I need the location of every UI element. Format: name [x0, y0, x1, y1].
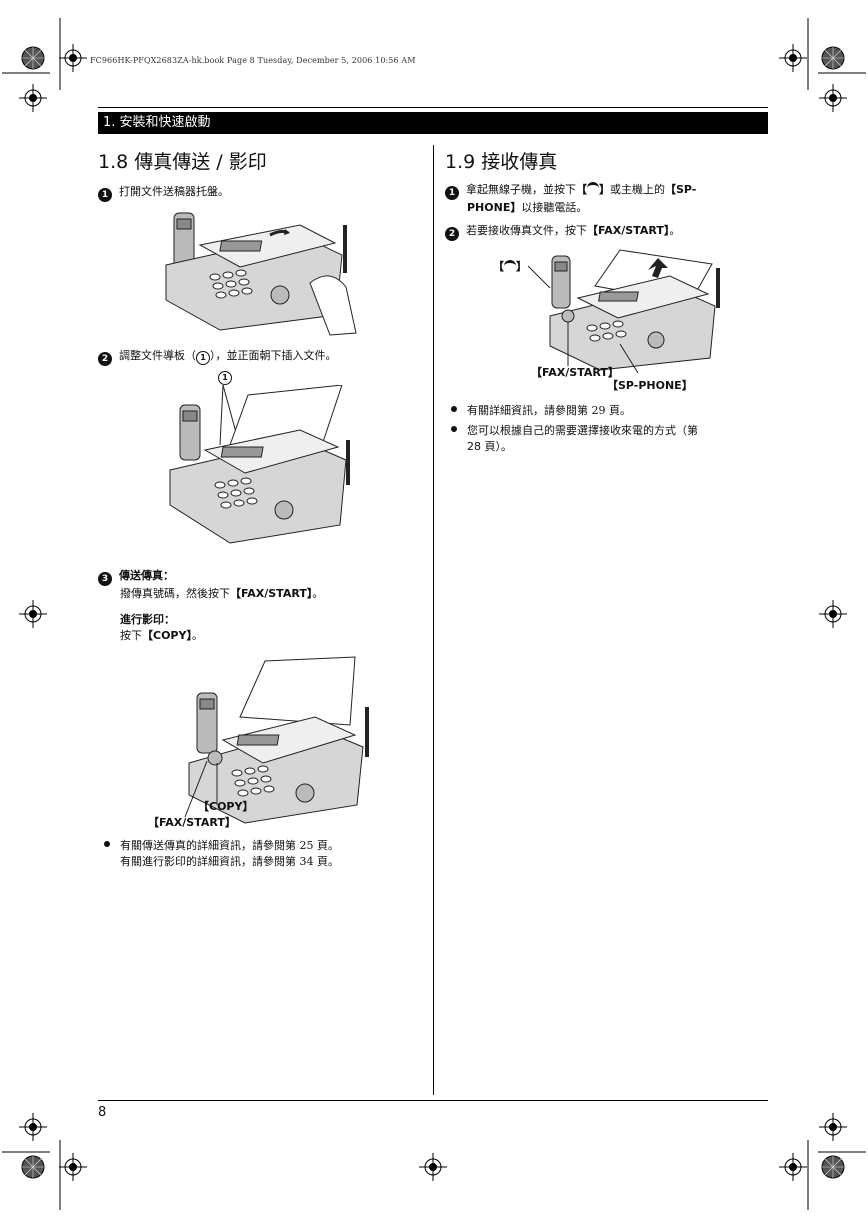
callout-talk: 【】 [493, 260, 527, 273]
section-bar: 1. 安裝和快速啟動 [98, 112, 768, 134]
registration-mark-icon [778, 1152, 808, 1182]
left-bullet: 有關傳送傳真的詳細資訊，請參閱第 25 頁。 有關進行影印的詳細資訊，請參閱第 … [104, 838, 339, 870]
print-header: FC966HK-PFQX2683ZA-hk.book Page 8 Tuesda… [90, 56, 416, 65]
section-title-1-8: 1.8 傳真傳送 / 影印 [98, 151, 267, 173]
fax-receive-illustration [527, 249, 720, 373]
section-title-1-9: 1.9 接收傳真 [445, 151, 558, 173]
top-rule [98, 107, 768, 108]
registration-mark-icon [778, 43, 808, 73]
registration-mark-icon [58, 1152, 88, 1182]
callout-fax-start-right: 【FAX/START】 [531, 366, 619, 379]
callout-sp-phone: 【SP-PHONE】 [607, 379, 693, 392]
callout-fax-start: 【FAX/START】 [148, 816, 236, 829]
callout-copy: 【COPY】 [198, 800, 254, 813]
registration-mark-icon [21, 1155, 45, 1179]
registration-mark-icon [821, 1155, 845, 1179]
page-number: 8 [98, 1105, 107, 1120]
registration-mark-icon [418, 1152, 448, 1182]
registration-mark-icon [18, 599, 48, 629]
registration-mark-icon [818, 599, 848, 629]
registration-mark-icon [818, 83, 848, 113]
fax-send-copy-illustration [184, 656, 369, 824]
fax-open-tray-illustration [165, 212, 357, 336]
guide-circle-label: 1 [196, 351, 210, 365]
phone-talk-icon [587, 182, 599, 193]
registration-mark-icon [58, 43, 88, 73]
column-divider [433, 145, 434, 1095]
copy-key-label: 【COPY】 [142, 629, 192, 642]
fax-insert-document-illustration [169, 385, 350, 544]
right-bullets: 有關詳細資訊，請參閱第 29 頁。 您可以根據自己的需要選擇接收來電的方式（第 … [451, 403, 761, 455]
registration-mark-icon [818, 1112, 848, 1142]
bottom-rule [98, 1100, 768, 1101]
illustration-callout-1: 1 [218, 371, 232, 385]
registration-mark-icon [821, 46, 845, 70]
registration-mark-icon [18, 1112, 48, 1142]
registration-mark-icon [18, 83, 48, 113]
registration-mark-icon [21, 46, 45, 70]
step-number: 1 [98, 188, 112, 202]
fax-start-key-label: 【FAX/START】 [230, 587, 313, 600]
phone-talk-icon [504, 260, 516, 270]
